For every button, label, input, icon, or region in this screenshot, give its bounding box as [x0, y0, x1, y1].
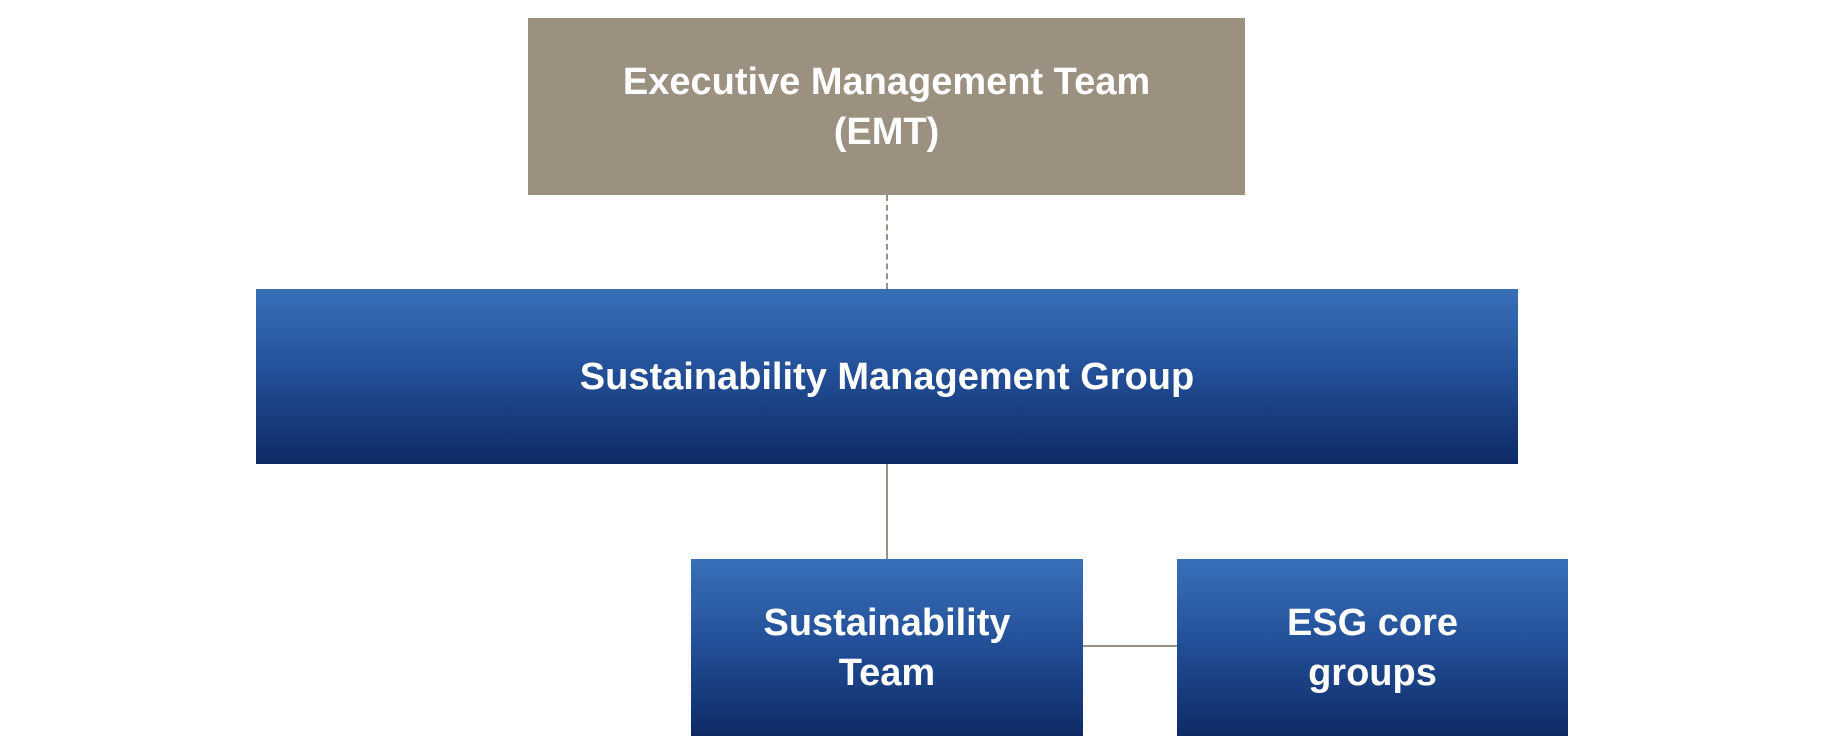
node-label: Sustainability — [763, 601, 1011, 644]
node-sustainability-management-group: Sustainability Management Group — [256, 289, 1518, 464]
node-label: (EMT) — [833, 110, 940, 153]
connector-team-esg — [1083, 645, 1177, 647]
node-label: Sustainability Management Group — [579, 355, 1195, 398]
node-label: Executive Management Team — [622, 60, 1151, 103]
node-executive-management-team: Executive Management Team (EMT) — [528, 18, 1245, 195]
dashed-connector-emt-smg — [886, 195, 888, 289]
node-label: Team — [838, 651, 936, 694]
node-esg-core-groups: ESG core groups — [1177, 559, 1568, 736]
connector-smg-team — [886, 464, 888, 559]
node-label: groups — [1308, 651, 1437, 694]
node-label: ESG core — [1286, 601, 1459, 644]
